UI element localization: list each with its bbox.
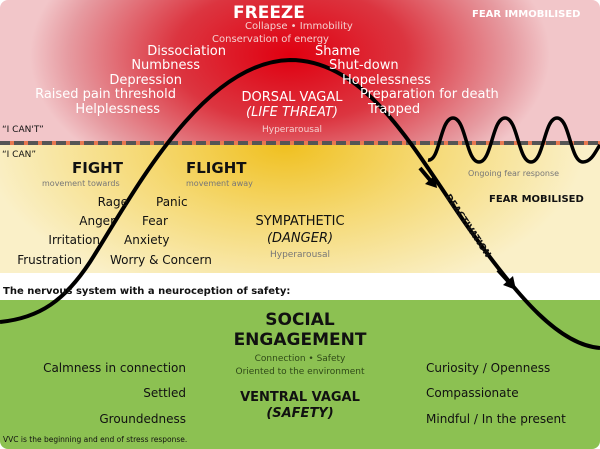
freeze-title: FREEZE xyxy=(233,3,305,23)
freeze-word: Dissociation xyxy=(147,44,226,59)
fight-title: FIGHT xyxy=(72,159,123,177)
freeze-word: Preparation for death xyxy=(360,87,499,102)
freeze-word: Trapped xyxy=(368,102,421,117)
fight-word: Irritation xyxy=(48,233,100,247)
deactivation-arrow-bottom xyxy=(496,268,516,290)
freeze-word: Raised pain threshold xyxy=(35,87,176,102)
ongoing-fear-waves xyxy=(427,116,600,164)
social-word: Compassionate xyxy=(426,386,519,400)
freeze-word: Shame xyxy=(315,44,361,59)
safety-label: (SAFETY) xyxy=(266,406,334,421)
social-sub-2: Oriented to the environment xyxy=(235,367,365,377)
sympathetic-zone xyxy=(0,145,600,273)
freeze-word: Helplessness xyxy=(75,102,160,117)
freeze-word: Numbness xyxy=(131,58,200,73)
fight-sub: movement towards xyxy=(42,179,120,188)
sympathetic-hyperarousal: Hyperarousal xyxy=(270,250,330,260)
safety-heading: The nervous system with a neuroception o… xyxy=(3,286,291,297)
danger-label: (DANGER) xyxy=(266,231,334,246)
freeze-word: Depression xyxy=(109,73,182,88)
freeze-sub-2: Conservation of energy xyxy=(212,34,329,45)
flight-word: Worry & Concern xyxy=(110,253,212,267)
ongoing-fear-label: Ongoing fear response xyxy=(468,169,560,178)
footer-note: VVC is the beginning and end of stress r… xyxy=(3,435,188,444)
dorsal-hyperarousal: Hyperarousal xyxy=(262,125,322,135)
threshold-dashed-line xyxy=(0,141,600,145)
social-word: Calmness in connection xyxy=(43,361,186,375)
life-threat-label: (LIFE THREAT) xyxy=(246,105,338,120)
engagement-title: ENGAGEMENT xyxy=(233,330,367,350)
freeze-sub-1: Collapse • Immobility xyxy=(245,21,353,32)
social-sub-1: Connection • Safety xyxy=(254,354,346,364)
flight-sub: movement away xyxy=(186,179,253,188)
social-title: SOCIAL xyxy=(265,310,335,330)
freeze-word: Shut-down xyxy=(329,58,399,73)
deactivation-arrow-top xyxy=(418,166,437,188)
social-word: Mindful / In the present xyxy=(426,412,566,426)
flight-title: FLIGHT xyxy=(186,159,247,177)
fear-mobilised-label: FEAR MOBILISED xyxy=(489,194,584,205)
dorsal-vagal-title: DORSAL VAGAL xyxy=(241,90,343,105)
fight-word: Rage xyxy=(97,195,128,209)
i-can-label: “I CAN” xyxy=(2,150,37,160)
social-engagement-zone xyxy=(0,300,600,449)
flight-word: Anxiety xyxy=(124,233,170,247)
fight-word: Anger xyxy=(79,214,115,228)
ventral-vagal-title: VENTRAL VAGAL xyxy=(240,390,360,405)
flight-word: Fear xyxy=(142,214,168,228)
social-word: Groundedness xyxy=(99,412,186,426)
freeze-word: Hopelessness xyxy=(342,73,431,88)
fear-immobilised-label: FEAR IMMOBILISED xyxy=(472,9,581,20)
fight-word: Frustration xyxy=(17,253,82,267)
i-cant-label: “I CAN'T” xyxy=(2,125,44,135)
sympathetic-title: SYMPATHETIC xyxy=(255,214,345,229)
social-word: Settled xyxy=(143,386,186,400)
social-word: Curiosity / Openness xyxy=(426,361,551,375)
flight-word: Panic xyxy=(156,195,188,209)
